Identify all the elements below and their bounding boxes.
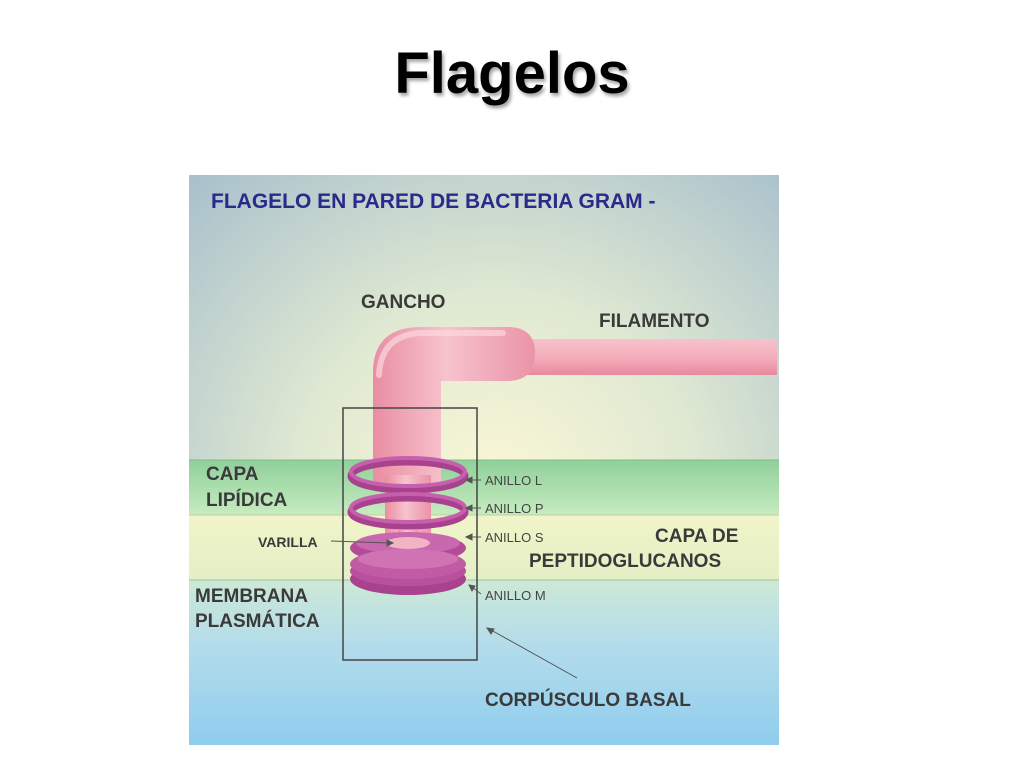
- label-capa-lipidica-1: CAPA: [206, 464, 259, 485]
- label-membrana-2: PLASMÁTICA: [195, 610, 320, 632]
- slide-title: Flagelos: [394, 41, 630, 106]
- label-anillo-p: ANILLO P: [485, 501, 544, 516]
- label-anillo-s: ANILLO S: [485, 530, 544, 545]
- label-peptidoglucanos: PEPTIDOGLUCANOS: [529, 551, 721, 572]
- label-gancho: GANCHO: [361, 292, 445, 313]
- flagellum-diagram: FLAGELO EN PARED DE BACTERIA GRAM -: [189, 175, 779, 745]
- peptidoglycan-layer: [189, 515, 779, 580]
- label-capa-lipidica-2: LIPÍDICA: [206, 489, 288, 511]
- label-membrana-1: MEMBRANA: [195, 586, 308, 607]
- label-varilla: VARILLA: [258, 534, 318, 550]
- basal-body-box: [342, 407, 478, 661]
- plasma-membrane-layer: [189, 580, 779, 745]
- label-corpusculo-basal: CORPÚSCULO BASAL: [485, 689, 691, 711]
- label-capa-de: CAPA DE: [655, 526, 738, 547]
- hook: [373, 327, 535, 485]
- ring-m: [350, 549, 466, 595]
- lipid-layer: [189, 460, 779, 515]
- label-anillo-m: ANILLO M: [485, 588, 546, 603]
- label-anillo-l: ANILLO L: [485, 473, 542, 488]
- filament: [519, 339, 777, 375]
- diagram-heading: FLAGELO EN PARED DE BACTERIA GRAM -: [211, 190, 656, 213]
- ring-l: [347, 456, 469, 494]
- label-filamento: FILAMENTO: [599, 311, 709, 332]
